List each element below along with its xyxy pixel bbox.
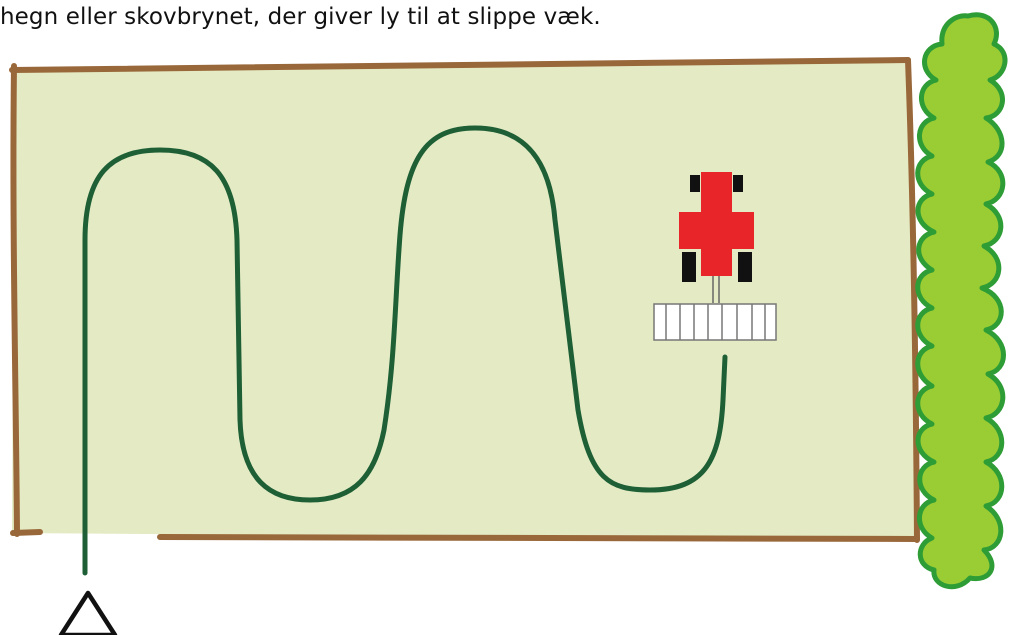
tractor-icon xyxy=(679,172,754,303)
tractor-rear-wheel-right xyxy=(738,252,752,282)
hedge-bush xyxy=(915,12,1008,590)
field-border-top xyxy=(9,57,911,73)
field-border-right xyxy=(905,57,920,543)
tractor-front-wheel-left xyxy=(690,175,700,192)
implement-frame xyxy=(653,303,777,341)
tractor-front-wheel-right xyxy=(733,175,743,192)
field-border-left xyxy=(10,63,20,537)
tractor-rear-wheel-left xyxy=(682,252,696,282)
caption-text: hegn eller skovbrynet, der giver ly til … xyxy=(0,4,601,30)
mowing-path xyxy=(82,125,728,576)
triangle-marker-icon xyxy=(58,590,118,635)
tractor-cab xyxy=(679,212,754,249)
field-border-bottom-left xyxy=(10,529,43,536)
field-area xyxy=(12,61,917,540)
field xyxy=(9,57,920,543)
field-border-bottom-right xyxy=(157,533,920,542)
mower-implement xyxy=(653,303,777,341)
